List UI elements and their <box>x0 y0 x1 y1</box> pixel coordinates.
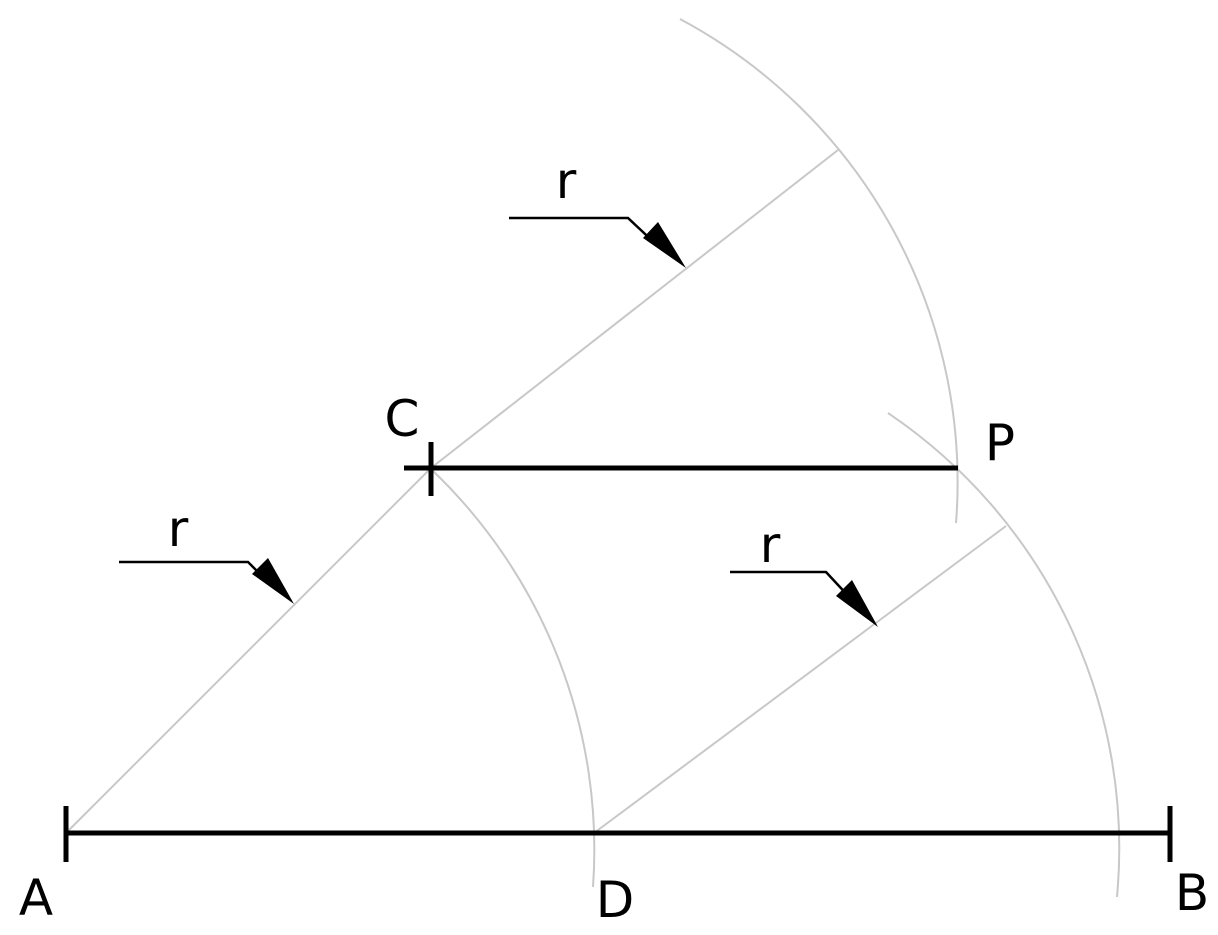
label-radius-3: r <box>760 516 781 574</box>
label-point-b: B <box>1175 864 1209 922</box>
arc-centered-at-c <box>679 18 959 524</box>
label-point-c: C <box>385 390 420 448</box>
label-point-p: P <box>985 414 1015 472</box>
label-radius-2: r <box>168 500 189 558</box>
radius-leader-2 <box>119 560 271 585</box>
label-radius-1: r <box>556 152 577 210</box>
arc-centered-at-a <box>431 469 596 888</box>
arc-centered-at-d <box>887 412 1121 898</box>
radius-arrowhead-1 <box>643 222 686 268</box>
radius-line-d-upper <box>593 525 1007 834</box>
radius-leader-3 <box>730 570 853 601</box>
radius-line-a-to-c <box>65 467 432 834</box>
radius-leader-1 <box>509 216 661 249</box>
radius-line-c-upper <box>430 149 839 469</box>
radius-arrowhead-3 <box>836 580 878 627</box>
label-point-a: A <box>19 869 53 927</box>
label-point-d: D <box>596 871 635 929</box>
radius-arrowhead-2 <box>252 558 294 604</box>
